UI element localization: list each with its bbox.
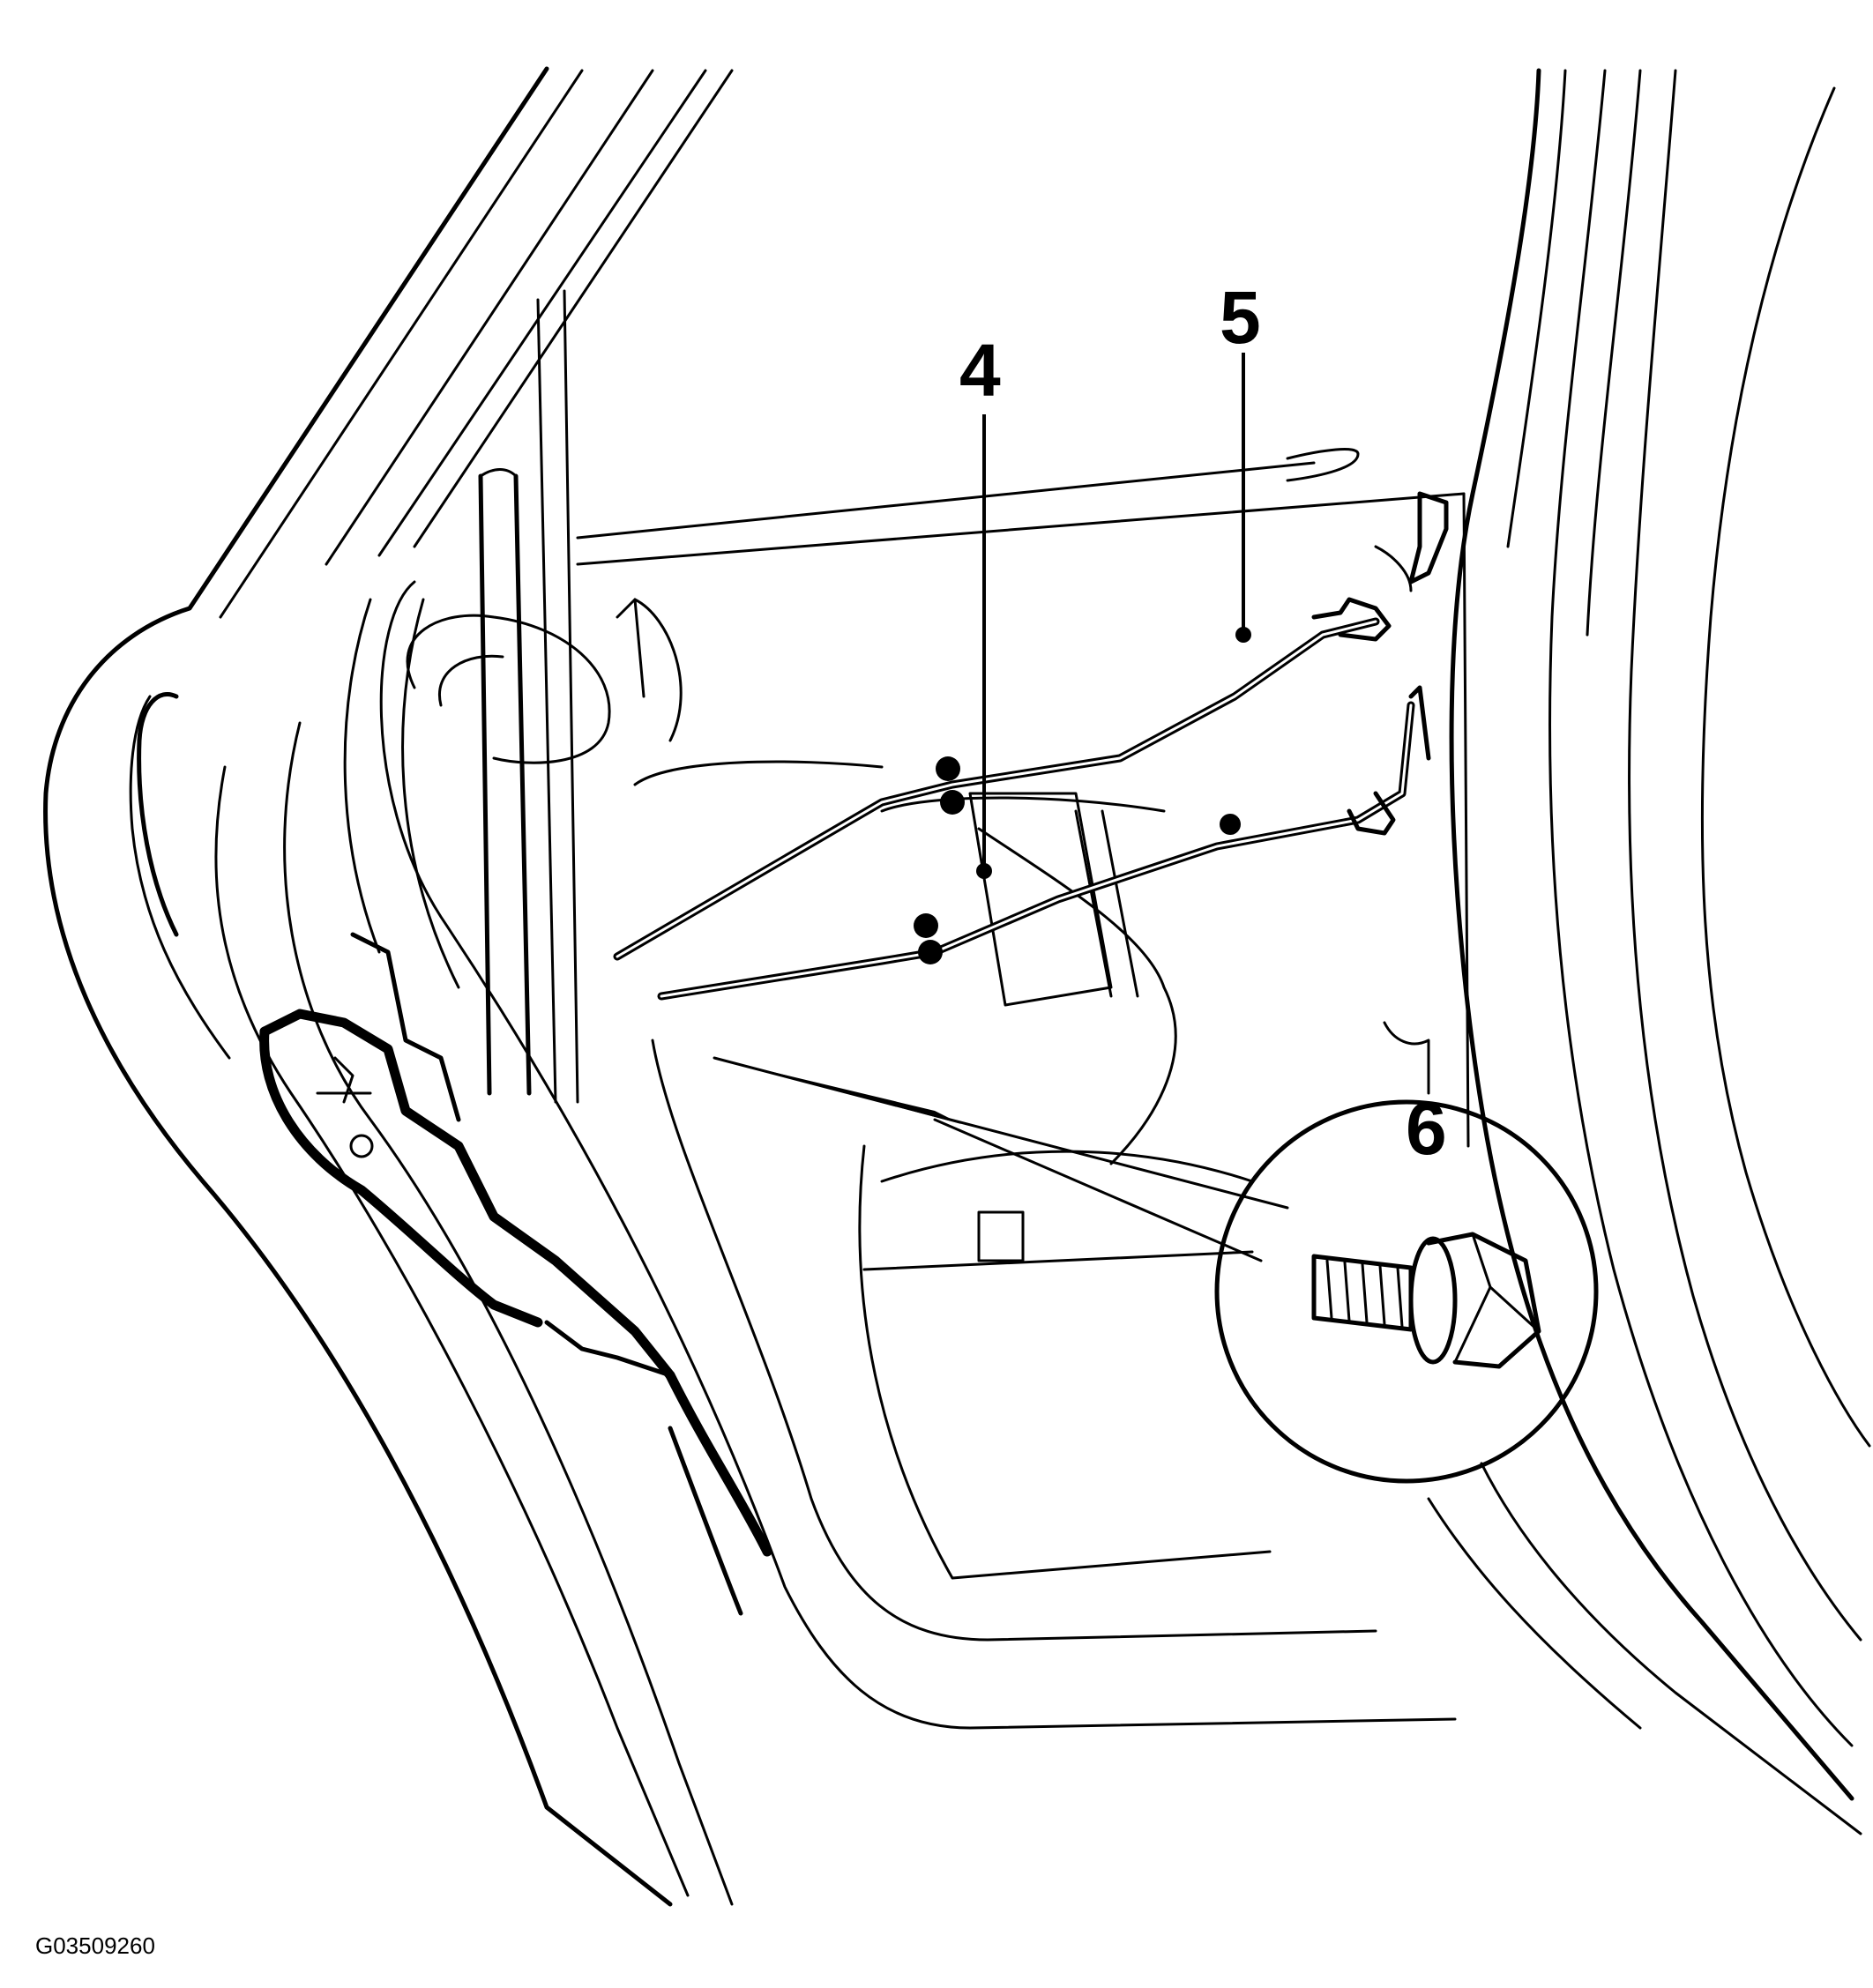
door-outer-frame bbox=[43, 66, 1871, 1907]
door-lock-mechanism bbox=[259, 932, 772, 1616]
window-guide-rail bbox=[406, 468, 683, 1096]
control-rod-4 bbox=[657, 685, 1431, 1001]
latch-clip bbox=[1374, 491, 1449, 592]
bolt-detail-callout bbox=[713, 1056, 1599, 1484]
hex-flange-bolt-icon bbox=[1311, 1232, 1541, 1369]
callout-label-4: 4 bbox=[959, 329, 1001, 412]
callout-label-5: 5 bbox=[1220, 276, 1261, 359]
callout-label-6: 6 bbox=[1406, 1087, 1447, 1170]
figure-identifier: G03509260 bbox=[35, 1932, 155, 1959]
control-rod-5 bbox=[613, 597, 1392, 961]
door-inner-panel bbox=[379, 289, 1470, 1730]
